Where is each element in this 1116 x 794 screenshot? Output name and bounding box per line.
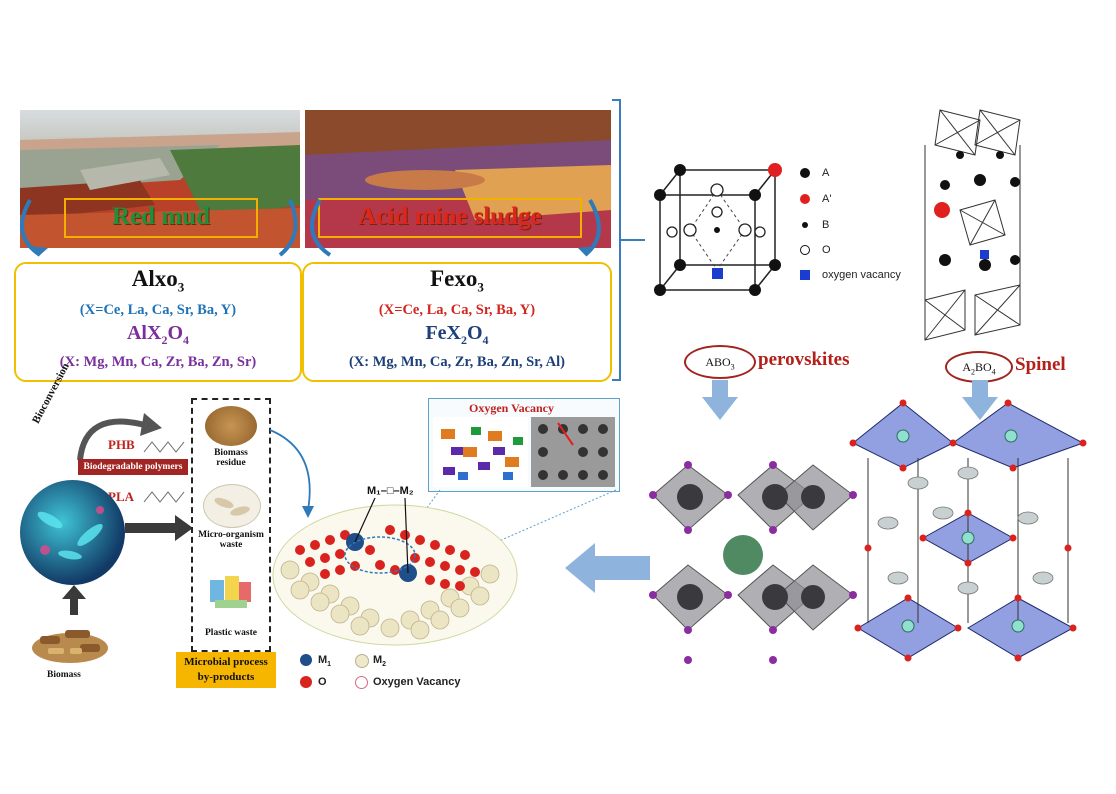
fe-spinel-dopants: (X: Mg, Mn, Ca, Zr, Ba, Zn, Sr, Al) (348, 354, 566, 370)
perovskites-label: perovskites (758, 349, 850, 370)
bioconversion-arrow (77, 413, 162, 461)
oxygen-circle-icon (800, 245, 810, 255)
fe-perovskite-title: Fexo3 (430, 266, 484, 295)
legend-o: O (822, 244, 831, 256)
plastic-waste-image (205, 570, 257, 610)
fe-formula-box: Fexo3 (X=Ce, La, Ca, Sr, Ba, Y) FeX2O4 (… (302, 262, 612, 382)
red-mud-label: Red mud (64, 198, 258, 238)
legend-oxygen-vacancy: oxygen vacancy (822, 269, 901, 281)
biomass-residue-label: Biomass residue (214, 448, 248, 468)
biodegradable-polymers-banner: Biodegradable polymers (78, 459, 188, 475)
biomass-label: Biomass (47, 670, 81, 680)
box-to-surface-arrow (269, 429, 314, 518)
biomass-image (30, 618, 110, 666)
microorganism-waste-label: Micro-organism waste (198, 530, 264, 550)
polymer-structure-icons (143, 441, 185, 503)
oxygen-vacancy-square-icon (800, 270, 810, 280)
legend-a-prime: A' (822, 193, 832, 205)
legend-m2: M2 (373, 654, 387, 669)
catalyst-surface-slab (272, 497, 518, 646)
b-site-dot-icon (802, 222, 808, 228)
legend-b: B (822, 219, 830, 231)
oxygen-vacancy-inset: Oxygen Vacancy (428, 398, 620, 492)
al-spinel-dopants: (X: Mg, Mn, Ca, Zr, Ba, Zn, Sr) (59, 354, 257, 370)
microorganism-waste-image (203, 484, 261, 528)
arrow-to-byproducts (125, 515, 193, 541)
plastic-waste-label: Plastic waste (205, 628, 257, 638)
biomass-residue-image (205, 406, 257, 446)
phb-label: PHB (108, 437, 135, 452)
al-perovskite-title: Alxo3 (131, 266, 185, 295)
fe-perovskite-dopants: (X=Ce, La, Ca, Sr, Ba, Y) (378, 302, 536, 318)
down-arrows (702, 380, 998, 420)
byproducts-dashed-box: Biomass residue Micro-organism waste Pla… (191, 398, 271, 652)
spinel-wireframe-structure (924, 109, 1021, 341)
perovskite-3d-structure (649, 461, 857, 664)
a2bo4-oval: A2BO4 (945, 351, 1013, 383)
m1-atom-icon (300, 654, 312, 666)
spinel-3d-structure (849, 399, 1087, 662)
vacancy-ring-icon (355, 676, 368, 689)
legend-oxygen: O (318, 676, 327, 688)
legend-a: A (822, 167, 830, 179)
left-arrow (565, 543, 650, 593)
m1-vacancy-m2-label: M₁–□–M₂ (367, 485, 414, 497)
perovskite-unit-cell (654, 163, 782, 296)
m2-atom-icon (355, 654, 369, 668)
a-site-dot-icon (800, 168, 810, 178)
acid-mine-sludge-label: Acid mine sludge (318, 198, 582, 238)
fe-spinel-title: FeX2O4 (425, 322, 489, 347)
surface-legend: M1 M2 O Oxygen Vacancy (300, 652, 520, 692)
spinel-label: Spinel (1015, 354, 1066, 375)
acid-mine-sludge-label-text: Acid mine sludge (358, 203, 542, 230)
oxygen-vacancy-inset-title: Oxygen Vacancy (469, 401, 555, 415)
arrow-biomass-up (62, 585, 86, 615)
acid-mine-sludge-photo (305, 110, 611, 248)
al-perovskite-dopants: (X=Ce, La, Ca, Sr, Ba, Y) (79, 302, 237, 318)
abo3-oval: ABO3 (684, 345, 756, 379)
red-mud-label-text: Red mud (112, 203, 210, 230)
red-mud-photo (20, 110, 300, 248)
legend-oxygen-vacancy-surface: Oxygen Vacancy (373, 676, 461, 688)
a-prime-dot-icon (800, 194, 810, 204)
microbial-byproducts-badge: Microbial process by-products (176, 652, 276, 688)
oxygen-atom-icon (300, 676, 312, 688)
bacteria-circle (20, 480, 125, 585)
legend-m1: M1 (318, 654, 332, 669)
al-spinel-title: AlX2O4 (126, 322, 189, 347)
al-formula-box: Alxo3 (X=Ce, La, Ca, Sr, Ba, Y) AlX2O4 (… (14, 262, 302, 382)
